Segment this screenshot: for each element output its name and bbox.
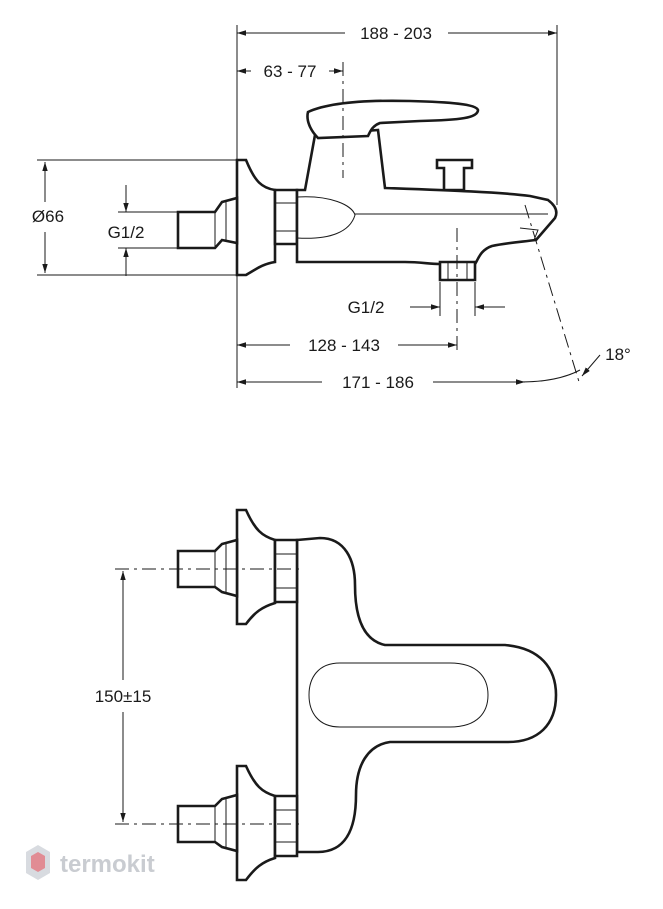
dim-spout-angle: 18°: [605, 345, 631, 364]
dim-total-length: 188 - 203: [360, 24, 432, 43]
dim-outlet-offset: 128 - 143: [308, 336, 380, 355]
dim-lever-offset: 63 - 77: [264, 62, 317, 81]
dim-inlet-spacing: 150±15: [95, 687, 152, 706]
top-upper-hex-nut: [273, 538, 299, 604]
dim-inlet-thread: G1/2: [108, 223, 145, 242]
top-lower-hex-nut: [273, 794, 299, 858]
side-diverter-knob: [435, 158, 474, 192]
watermark-brand: termokit: [60, 851, 155, 878]
side-bottom-outlet: [438, 260, 477, 282]
dim-flange-diameter: Ø66: [32, 207, 64, 226]
dim-outlet-thread: G1/2: [348, 298, 385, 317]
side-view: [176, 99, 558, 282]
side-wall-flange: [235, 158, 277, 277]
side-lever-handle: [306, 99, 480, 140]
top-upper-flange: [235, 508, 277, 626]
top-lower-flange: [235, 764, 277, 882]
side-inlet-connector: [176, 196, 239, 250]
dim-spout-reach: 171 - 186: [342, 373, 414, 392]
side-hex-nut: [273, 188, 299, 246]
watermark: termokit: [26, 845, 155, 880]
top-lever-oval: [308, 662, 489, 728]
side-mixer-body: [295, 128, 558, 266]
top-upper-inlet: [176, 538, 239, 598]
top-lower-inlet: [176, 793, 239, 853]
top-view: [176, 508, 558, 882]
top-mixer-body: [295, 536, 558, 854]
